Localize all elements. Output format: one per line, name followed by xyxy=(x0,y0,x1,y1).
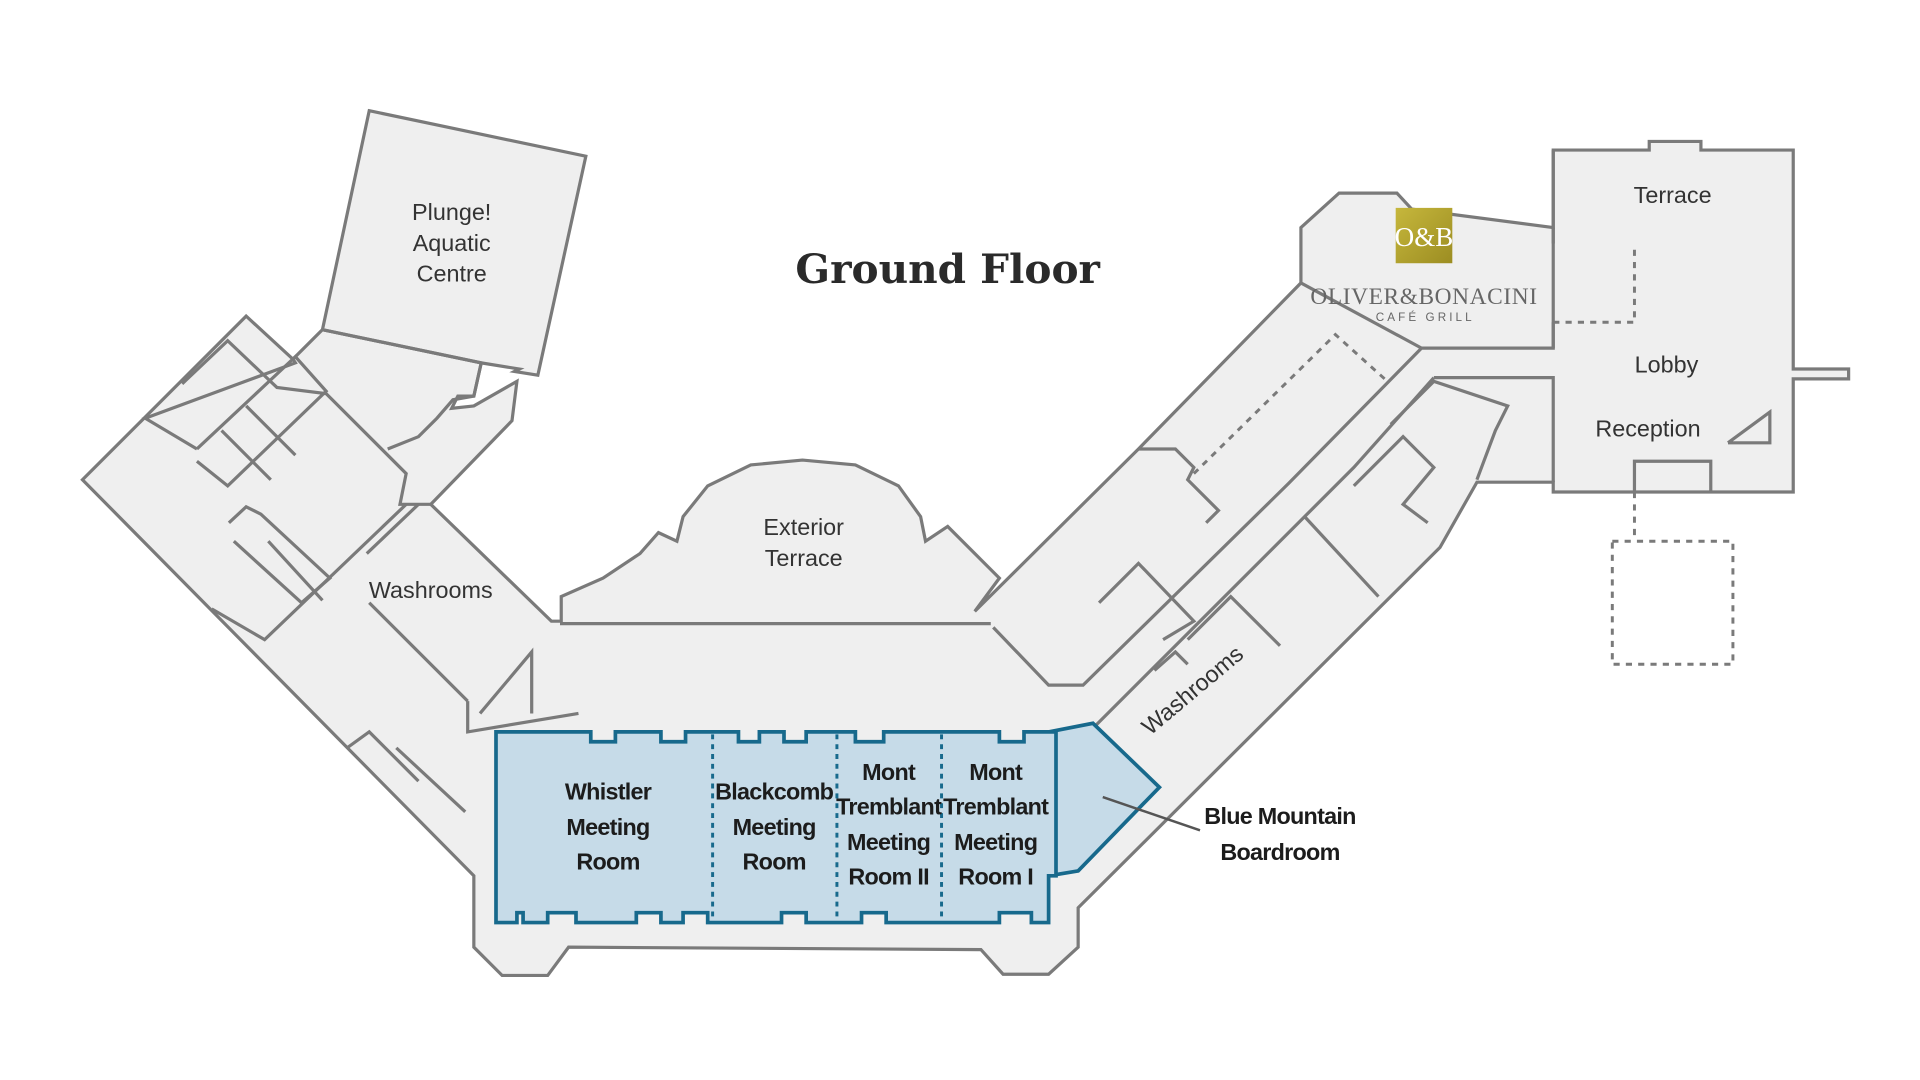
plunge-label: Aquatic xyxy=(413,230,491,256)
mont-tremblant-1-label: Tremblant xyxy=(943,793,1049,819)
mont-tremblant-1-label: Room I xyxy=(958,863,1033,889)
whistler-label: Whistler xyxy=(565,779,652,805)
blue-mountain-label: Blue Mountain xyxy=(1204,803,1355,829)
mont-tremblant-1-label: Mont xyxy=(969,759,1023,785)
boardroom-leader-line xyxy=(1102,795,1201,832)
logo-monogram: O&B xyxy=(1395,222,1454,252)
plunge-lower-wall xyxy=(322,328,484,451)
blackcomb-label: Meeting xyxy=(733,814,816,840)
plunge-label: Centre xyxy=(417,261,487,287)
exterior-terrace-label: Exterior xyxy=(763,514,844,540)
blackcomb-label: Blackcomb xyxy=(715,779,833,805)
meeting-room-block[interactable] xyxy=(494,730,1058,925)
exterior-terrace-label: Terrace xyxy=(765,545,843,571)
brand-name: OLIVER&BONACINI xyxy=(1310,284,1537,310)
washrooms-west-label: Washrooms xyxy=(369,577,493,603)
whistler-label: Meeting xyxy=(566,814,649,840)
oliver-bonacini-logo: O&B OLIVER&BONACINI CAFÉ GRILL xyxy=(1310,207,1537,324)
blue-mountain-label: Boardroom xyxy=(1220,839,1339,865)
plunge-label: Plunge! xyxy=(412,199,491,225)
mont-tremblant-2-label: Meeting xyxy=(847,829,930,855)
meeting-rooms xyxy=(494,721,1201,925)
brand-subtitle: CAFÉ GRILL xyxy=(1376,311,1475,324)
right-wing-walls xyxy=(992,150,1772,727)
whistler-label: Room xyxy=(576,849,639,875)
mont-tremblant-2-label: Room II xyxy=(848,863,929,889)
dashed-outlines xyxy=(1192,246,1735,666)
lobby-label: Lobby xyxy=(1635,352,1699,378)
mont-tremblant-2-label: Tremblant xyxy=(836,793,942,819)
blackcomb-label: Room xyxy=(743,849,806,875)
mont-tremblant-1-label: Meeting xyxy=(954,829,1037,855)
mont-tremblant-2-label: Mont xyxy=(862,759,916,785)
page-title: Ground Floor xyxy=(795,245,1100,293)
reception-label: Reception xyxy=(1595,416,1700,442)
left-wing-walls xyxy=(141,338,991,814)
terrace-label: Terrace xyxy=(1634,182,1712,208)
